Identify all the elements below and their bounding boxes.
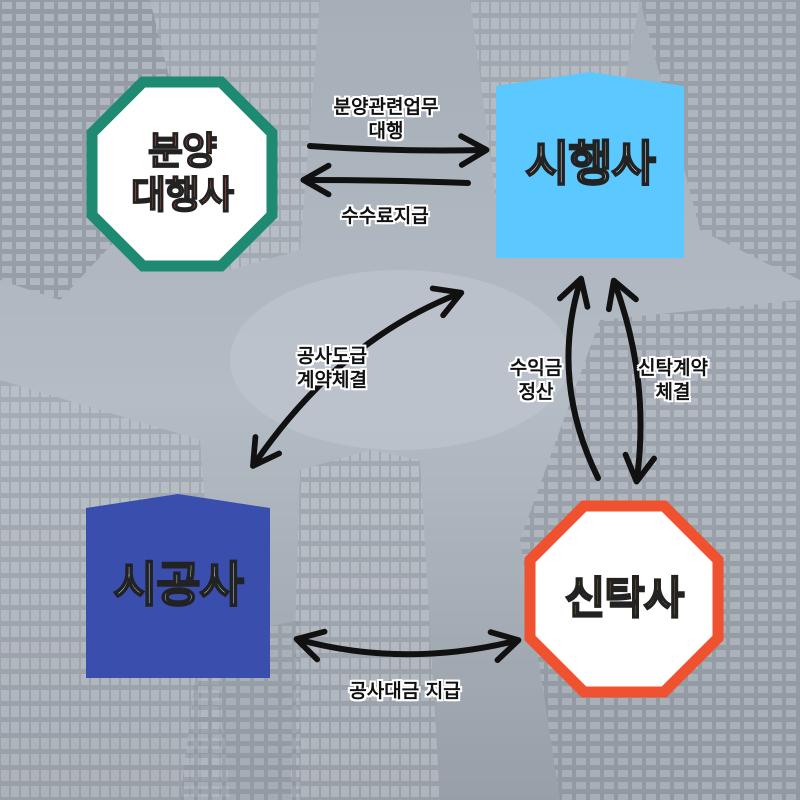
edge-label-trust-contract: 신탁계약 체결	[608, 357, 738, 405]
arrow-developer-to-trust	[605, 277, 657, 485]
node-sales-agency-line1: 분양	[147, 129, 217, 174]
edge-label-agency-service-line1: 분양관련업무	[333, 96, 439, 118]
edge-label-construction-contract-line1: 공사도급	[297, 345, 367, 367]
node-trust: 신탁사	[524, 500, 724, 698]
octagon-shape	[524, 500, 724, 698]
arrow-agency-to-developer	[307, 133, 490, 168]
edge-label-profit-settlement-line1: 수익금	[509, 357, 563, 379]
edge-label-trust-contract-line1: 신탁계약	[638, 357, 708, 379]
edge-label-profit-settlement-line2: 정산	[518, 380, 554, 403]
arrow-constructor-trust	[293, 628, 522, 664]
edge-label-fee-payment-text: 수수료지급	[341, 205, 429, 227]
octagon-shape	[86, 76, 278, 272]
edge-label-construction-payment: 공사대금 지급	[300, 680, 510, 704]
node-sales-agency-line2: 대행사	[130, 173, 234, 218]
pentagon-shape	[496, 72, 684, 258]
edge-label-trust-contract-line2: 체결	[655, 380, 691, 403]
edge-label-fee-payment: 수수료지급	[300, 205, 470, 229]
node-trust-label: 신탁사	[564, 572, 685, 624]
arrow-trust-to-developer	[557, 275, 601, 481]
node-developer: 시행사	[496, 72, 684, 258]
node-constructor: 시공사	[86, 494, 270, 678]
arrow-developer-to-agency	[300, 162, 471, 198]
edge-label-construction-payment-text: 공사대금 지급	[349, 680, 461, 702]
node-sales-agency: 분양 대행사	[86, 76, 278, 272]
edge-label-construction-contract-line2: 계약체결	[297, 368, 367, 391]
edge-label-construction-contract: 공사도급 계약체결	[262, 345, 402, 393]
edge-label-agency-service: 분양관련업무 대행	[296, 96, 476, 144]
edge-label-agency-service-line2: 대행	[368, 119, 404, 142]
pentagon-shape	[86, 494, 270, 678]
arrow-developer-constructor	[250, 285, 465, 469]
node-constructor-label: 시공사	[112, 557, 244, 614]
node-developer-label: 시행사	[524, 136, 656, 193]
edge-label-profit-settlement: 수익금 정산	[494, 357, 578, 405]
